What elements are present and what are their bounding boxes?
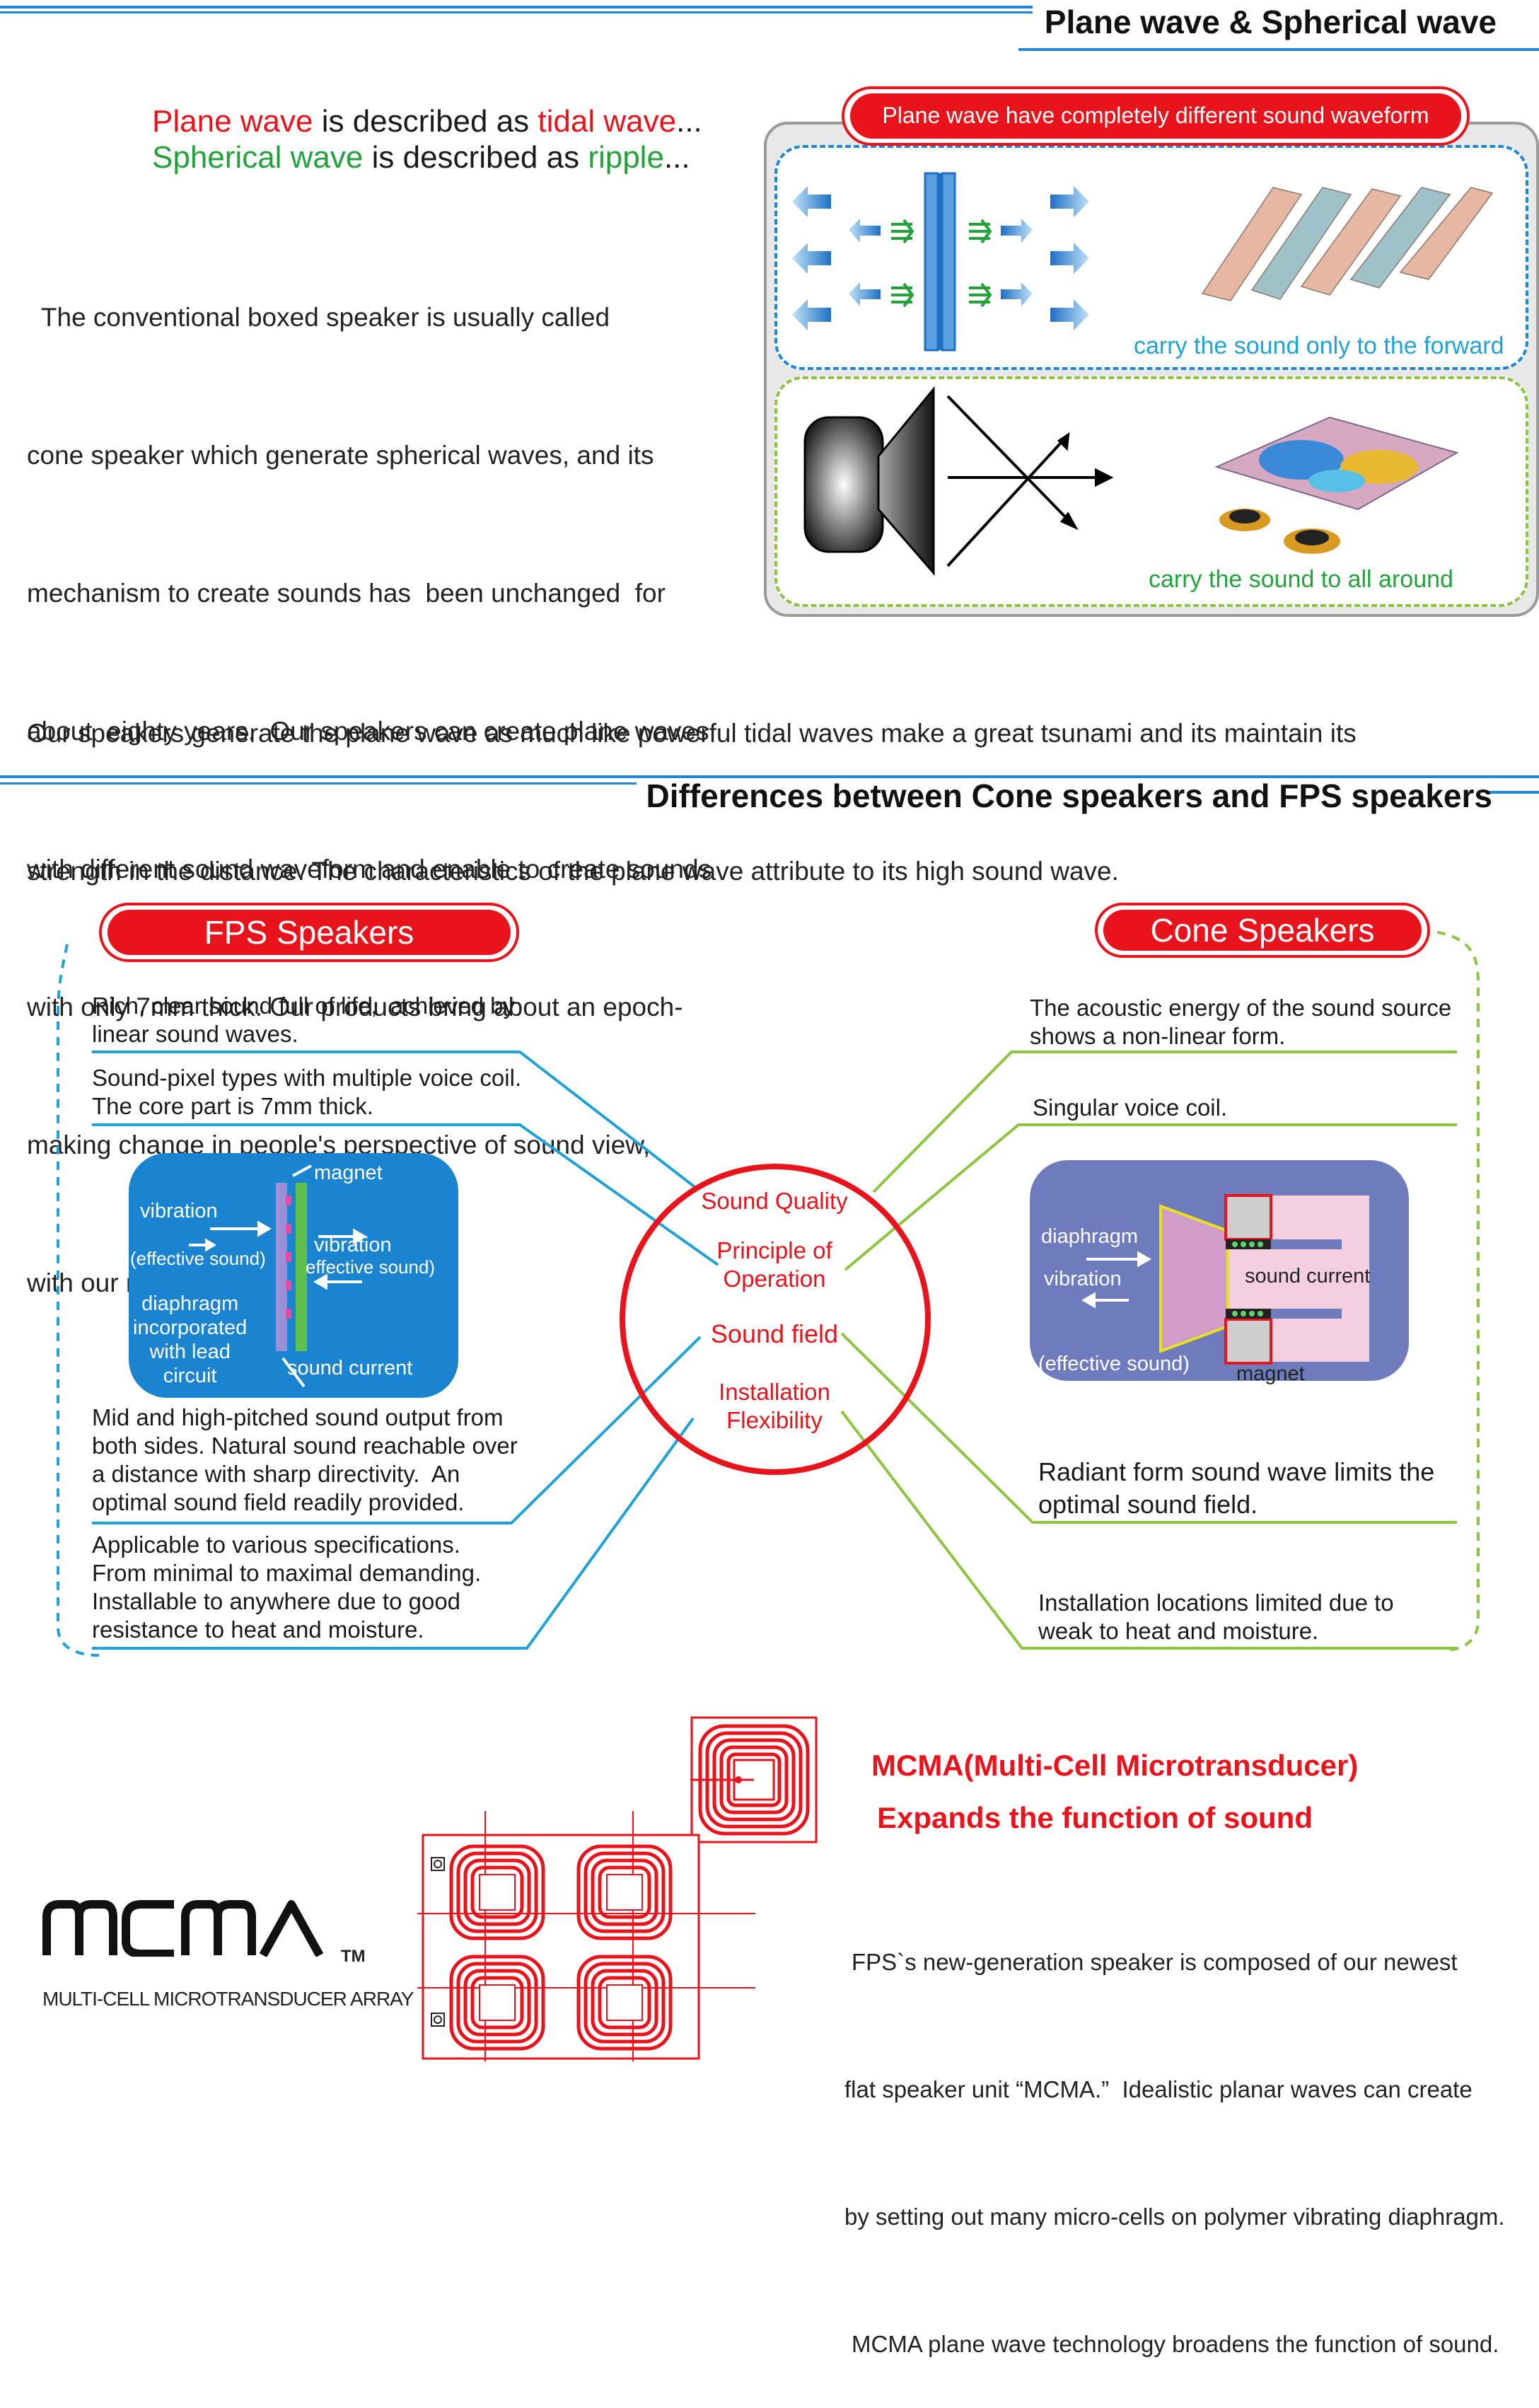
intro-spherical-analogy: ripple xyxy=(588,140,664,175)
fps-label-diaphragm: diaphragm incorporated with lead circuit xyxy=(133,1292,248,1387)
mcma-description: FPS`s new-generation speaker is composed… xyxy=(844,1856,1538,2408)
fps-label-effective-right: effective sound) xyxy=(306,1256,436,1278)
section1-header-rule xyxy=(0,6,1033,8)
fps-speakers-text: FPS Speakers xyxy=(108,910,511,955)
intro-plane-term: Plane wave xyxy=(152,104,313,139)
plane-wave-arrows-illustration xyxy=(792,172,1089,352)
cone-label-vibration: vibration xyxy=(1044,1268,1122,1290)
cone-note-sound-field: Radiant form sound wave limits the optim… xyxy=(1038,1457,1435,1519)
mcma-line: MCMA plane wave technology broadens the … xyxy=(852,2331,1499,2357)
mcma-subtitle: MULTI-CELL MICROTRANSDUCER ARRAY xyxy=(42,1988,414,2010)
fps-speakers-label: FPS Speakers xyxy=(99,903,519,962)
spherical-wave-mesh-illustration xyxy=(1214,416,1459,554)
intro-plane-mid: is described as xyxy=(313,104,538,139)
spherical-wave-caption: carry the sound to all around xyxy=(1149,566,1453,593)
plane-wave-summary: Our speakers generate the plane wave as … xyxy=(27,618,1512,940)
cone-note-sound-quality: The acoustic energy of the sound source … xyxy=(1030,995,1452,1049)
fps-note-principle: Sound-pixel types with multiple voice co… xyxy=(92,1065,522,1119)
fps-note-sound-field: Mid and high-pitched sound output from b… xyxy=(92,1404,518,1515)
fps-note-installation: Applicable to various specifications. Fr… xyxy=(92,1532,482,1643)
intro-spherical-mid: is described as xyxy=(363,140,588,175)
cone-note-principle: Singular voice coil. xyxy=(1033,1094,1228,1121)
fps-note-sound-quality: Rich, clear sound full of life, achieved… xyxy=(92,992,515,1047)
fps-label-magnet: magnet xyxy=(314,1162,383,1184)
mcma-line: FPS`s new-generation speaker is composed… xyxy=(852,1949,1458,1975)
fps-label-effective-left: (effective sound) xyxy=(130,1248,266,1269)
mcma-heading-1: MCMA(Multi-Cell Microtransducer) xyxy=(871,1749,1359,1782)
plane-wave-mesh-illustration xyxy=(1201,187,1494,301)
paragraph-line: with only 7mm thick. Our products bring … xyxy=(27,992,683,1021)
summary-line: strength in the distance. The characteri… xyxy=(27,857,1119,886)
fps-label-sound-current: sound current xyxy=(287,1357,413,1379)
fps-diagram-drawing xyxy=(189,1164,368,1388)
section1-header-rule-right xyxy=(1018,48,1539,51)
paragraph-line: cone speaker which generate spherical wa… xyxy=(27,441,654,470)
center-label-principle: Principle of Operation xyxy=(716,1237,832,1292)
section1-header-rule-2 xyxy=(0,11,1033,13)
plane-wave-caption: carry the sound only to the forward xyxy=(1134,332,1504,359)
paragraph-line: The conventional boxed speaker is usuall… xyxy=(27,303,610,332)
cone-speakers-label: Cone Speakers xyxy=(1095,903,1430,958)
section1-title: Plane wave & Spherical wave xyxy=(1044,4,1497,40)
center-label-sound-field: Sound field xyxy=(710,1319,839,1348)
fps-diagram-box xyxy=(129,1153,458,1398)
cone-label-magnet: magnet xyxy=(1236,1362,1305,1385)
intro-plane-analogy: tidal wave xyxy=(538,104,677,139)
cone-label-diaphragm: diaphragm xyxy=(1041,1225,1139,1248)
center-label-installation: Installation Flexibility xyxy=(719,1379,830,1433)
summary-line: Our speakers generate the plane wave as … xyxy=(27,719,1357,748)
section2-title: Differences between Cone speakers and FP… xyxy=(646,777,1492,814)
cone-speakers-text: Cone Speakers xyxy=(1103,910,1422,951)
section2-header-rule-2 xyxy=(0,782,637,785)
fps-label-vibration-right: vibration xyxy=(314,1234,392,1256)
comparison-connector-lines xyxy=(57,929,1480,1657)
panel-badge: Plane wave have completely different sou… xyxy=(842,86,1470,146)
fps-label-vibration-left: vibration xyxy=(140,1200,218,1222)
mcma-logo xyxy=(42,1900,324,1957)
intro-spherical-line: Spherical wave is described as ripple... xyxy=(152,140,690,175)
intro-spherical-term: Spherical wave xyxy=(152,140,364,175)
paragraph-line: mechanism to create sounds has been unch… xyxy=(27,579,666,608)
cone-diagram-drawing xyxy=(1081,1194,1369,1365)
cone-label-sound-current: sound current xyxy=(1245,1265,1371,1287)
intro-paragraph: The conventional boxed speaker is usuall… xyxy=(27,202,762,1352)
cone-label-effective: (effective sound) xyxy=(1038,1353,1190,1375)
section2-header-rule-right xyxy=(1485,791,1539,794)
paragraph-line: with different sound waveform and enable… xyxy=(27,855,712,884)
panel-badge-label: Plane wave have completely different sou… xyxy=(850,93,1461,139)
coil-array-illustration xyxy=(417,1811,755,2061)
mcma-line: by setting out many micro-cells on polym… xyxy=(844,2204,1505,2230)
cone-note-installation: Installation locations limited due to we… xyxy=(1038,1590,1394,1644)
mcma-line: flat speaker unit “MCMA.” Idealistic pla… xyxy=(844,2076,1473,2102)
cone-speaker-illustration xyxy=(803,386,1114,577)
section2-header-rule xyxy=(0,775,1539,778)
center-label-sound-quality: Sound Quality xyxy=(701,1188,848,1214)
intro-plane-end: ... xyxy=(676,104,702,139)
intro-plane-line: Plane wave is described as tidal wave... xyxy=(152,104,702,139)
mcma-heading-2: Expands the function of sound xyxy=(877,1801,1313,1834)
paragraph-line: making change in people's perspective of… xyxy=(27,1130,651,1159)
single-coil-icon xyxy=(690,1716,818,1843)
mcma-trademark: TM xyxy=(341,1947,366,1966)
intro-spherical-end: ... xyxy=(663,140,690,175)
paragraph-line: about eighty years. Our speakers can cre… xyxy=(27,717,709,746)
